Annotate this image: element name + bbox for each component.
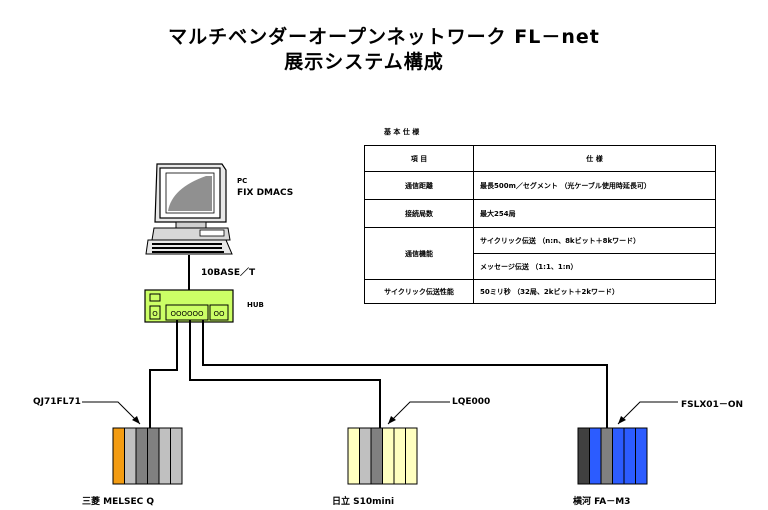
hub-plc-cables <box>149 320 608 428</box>
unit-label-leaders <box>82 401 678 425</box>
diagram-title: マルチベンダーオープンネットワーク FL－net <box>168 26 600 48</box>
plc-module-slot <box>600 427 613 485</box>
pc-label: PC <box>237 177 248 185</box>
plc-module-slot <box>370 427 383 485</box>
plc2-unit-label: LQE000 <box>452 397 491 407</box>
hub-port-right: OO <box>213 310 225 318</box>
plc-rack-2 <box>347 427 418 485</box>
spec-row: サイクリック伝送性能 50ミリ秒 （32局、2kビット＋2kワード） <box>364 279 716 304</box>
spec-row-item: 通信機能 <box>364 227 474 280</box>
hub-port-middle: OOOOOO <box>170 310 204 318</box>
spec-heading: 基 本 仕 様 <box>384 128 420 136</box>
diagram-subtitle: 展示システム構成 <box>284 51 444 73</box>
spec-row-item: サイクリック伝送性能 <box>364 279 474 304</box>
pc-computer-icon <box>145 163 233 255</box>
plc-module-slot <box>359 427 372 485</box>
plc-racks <box>112 427 648 485</box>
plc-module-slot <box>382 427 395 485</box>
plc1-unit-label: QJ71FL71 <box>33 397 81 407</box>
spec-row-item: 通信距離 <box>364 171 474 200</box>
spec-header-spec: 仕 様 <box>473 145 716 172</box>
plc-module-slot <box>623 427 636 485</box>
plc-module-slot <box>158 427 171 485</box>
spec-row: 接続局数 最大254局 <box>364 199 716 228</box>
plc-module-slot <box>170 427 183 485</box>
plc-rack-3 <box>577 427 648 485</box>
hub-device: O OOOOOO OO <box>144 289 234 323</box>
plc-module-slot <box>112 427 125 485</box>
plc-module-slot <box>589 427 602 485</box>
plc-module-slot <box>635 427 648 485</box>
spec-header-row: 項 目 仕 様 <box>364 145 716 172</box>
spec-row-value: 50ミリ秒 （32局、2kビット＋2kワード） <box>473 279 716 304</box>
hub-port-left: O <box>152 310 158 318</box>
spec-row-value: 最長500m／セグメント （光ケーブル使用時延長可） <box>473 171 716 200</box>
plc-module-slot <box>612 427 625 485</box>
spec-row-value: 最大254局 <box>473 199 716 228</box>
plc-module-slot <box>577 427 590 485</box>
spec-row: メッセージ伝送 （1:1、1:n） <box>365 253 716 280</box>
leader-arrowheads <box>132 416 626 424</box>
spec-row: 通信機能 サイクリック伝送 （n:n、8kビット＋8kワード） <box>364 227 716 280</box>
spec-table: 項 目 仕 様 通信距離 最長500m／セグメント （光ケーブル使用時延長可） … <box>364 145 716 304</box>
plc-module-slot <box>405 427 418 485</box>
pc-name: FIX DMACS <box>237 188 294 198</box>
plc-module-slot <box>147 427 160 485</box>
plc2-name: 日立 S10mini <box>332 497 395 507</box>
spec-header-item: 項 目 <box>364 145 474 172</box>
hub-label: HUB <box>247 301 264 309</box>
plc-module-slot <box>124 427 137 485</box>
spec-row-item: 接続局数 <box>364 199 474 228</box>
plc-module-slot <box>393 427 406 485</box>
spec-row-value: メッセージ伝送 （1:1、1:n） <box>473 253 716 280</box>
spec-row-value: サイクリック伝送 （n:n、8kビット＋8kワード） <box>473 227 716 254</box>
plc-module-slot <box>347 427 360 485</box>
plc3-name: 横河 FA－M3 <box>573 497 631 507</box>
plc1-name: 三菱 MELSEC Q <box>82 497 154 507</box>
plc-module-slot <box>135 427 148 485</box>
plc-rack-1 <box>112 427 183 485</box>
cable-label: 10BASE／T <box>201 268 256 278</box>
plc3-unit-label: FSLX01－ON <box>681 400 744 410</box>
spec-row: 通信距離 最長500m／セグメント （光ケーブル使用時延長可） <box>364 171 716 200</box>
